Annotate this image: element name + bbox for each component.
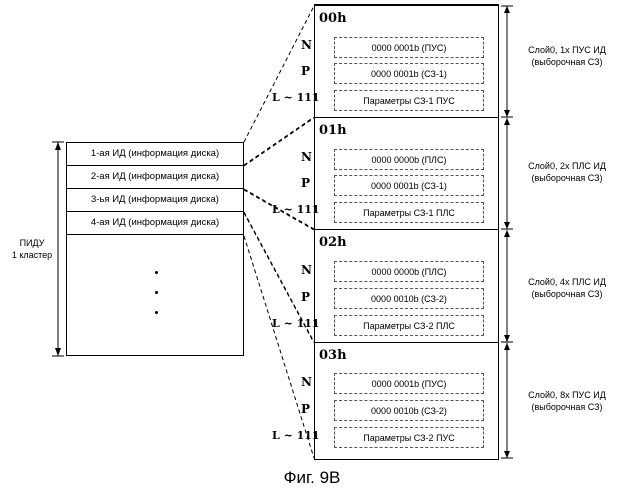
description-line2: (выборочная СЗ) bbox=[510, 56, 624, 68]
field-n: 0000 0000b (ПЛС) bbox=[334, 149, 484, 170]
field-n: 0000 0000b (ПЛС) bbox=[334, 261, 484, 282]
cluster-label-line2: 1 кластер bbox=[4, 249, 60, 261]
row-label-l: L ~ 111 bbox=[272, 317, 320, 330]
description-line1: Слой0, 2х ПЛС ИД bbox=[510, 160, 624, 172]
field-p: 0000 0010b (СЗ-2) bbox=[334, 400, 484, 421]
disc-info-blocks: 00h 0000 0001b (ПУС) 0000 0001b (СЗ-1) П… bbox=[314, 4, 499, 460]
field-n: 0000 0001b (ПУС) bbox=[334, 373, 484, 394]
ellipsis-dot bbox=[155, 271, 158, 274]
block-description-02h: Слой0, 4х ПЛС ИД (выборочная СЗ) bbox=[510, 276, 624, 300]
field-p: 0000 0001b (СЗ-1) bbox=[334, 63, 484, 84]
row-label-p: P bbox=[301, 64, 310, 78]
disc-info-row-2: 2-ая ИД (информация диска) bbox=[67, 166, 243, 189]
row-label-n: N bbox=[301, 38, 312, 52]
ellipsis-dot bbox=[155, 291, 158, 294]
description-line2: (выборочная СЗ) bbox=[510, 401, 624, 413]
block-title-01h: 01h bbox=[319, 123, 347, 138]
description-line2: (выборочная СЗ) bbox=[510, 288, 624, 300]
row-label-l: L ~ 111 bbox=[272, 429, 320, 442]
field-p: 0000 0010b (СЗ-2) bbox=[334, 288, 484, 309]
disc-info-row-3: 3-ья ИД (информация диска) bbox=[67, 189, 243, 212]
row-label-n: N bbox=[301, 375, 312, 389]
row-label-p: P bbox=[301, 290, 310, 304]
row-label-p: P bbox=[301, 176, 310, 190]
disc-info-row-1: 1-ая ИД (информация диска) bbox=[67, 143, 243, 166]
field-l: Параметры СЗ-2 ПУС bbox=[334, 427, 484, 448]
cluster-box: 1-ая ИД (информация диска) 2-ая ИД (инфо… bbox=[66, 142, 244, 356]
row-label-l: L ~ 111 bbox=[272, 203, 320, 216]
block-description-01h: Слой0, 2х ПЛС ИД (выборочная СЗ) bbox=[510, 160, 624, 184]
row-label-n: N bbox=[301, 263, 312, 277]
cluster-label-line1: ПИДУ bbox=[4, 237, 60, 249]
description-line1: Слой0, 4х ПЛС ИД bbox=[510, 276, 624, 288]
block-title-03h: 03h bbox=[319, 348, 347, 363]
disc-info-row-4: 4-ая ИД (информация диска) bbox=[67, 212, 243, 235]
field-p: 0000 0001b (СЗ-1) bbox=[334, 175, 484, 196]
row-label-n: N bbox=[301, 150, 312, 164]
description-line2: (выборочная СЗ) bbox=[510, 172, 624, 184]
field-n: 0000 0001b (ПУС) bbox=[334, 37, 484, 58]
row-label-p: P bbox=[301, 402, 310, 416]
block-title-02h: 02h bbox=[319, 235, 347, 250]
field-l: Параметры СЗ-2 ПЛС bbox=[334, 315, 484, 336]
block-description-03h: Слой0, 8х ПУС ИД (выборочная СЗ) bbox=[510, 389, 624, 413]
figure-caption: Фиг. 9B bbox=[0, 468, 624, 488]
block-description-00h: Слой0, 1х ПУС ИД (выборочная СЗ) bbox=[510, 44, 624, 68]
block-separator bbox=[315, 342, 498, 343]
field-l: Параметры СЗ-1 ПУС bbox=[334, 90, 484, 111]
block-separator bbox=[315, 229, 498, 230]
field-l: Параметры СЗ-1 ПЛС bbox=[334, 202, 484, 223]
row-label-l: L ~ 111 bbox=[272, 91, 320, 104]
description-line1: Слой0, 1х ПУС ИД bbox=[510, 44, 624, 56]
block-title-00h: 00h bbox=[319, 11, 347, 26]
cluster-size-label: ПИДУ 1 кластер bbox=[4, 237, 60, 261]
block-separator bbox=[315, 117, 498, 118]
ellipsis-dot bbox=[155, 311, 158, 314]
description-line1: Слой0, 8х ПУС ИД bbox=[510, 389, 624, 401]
